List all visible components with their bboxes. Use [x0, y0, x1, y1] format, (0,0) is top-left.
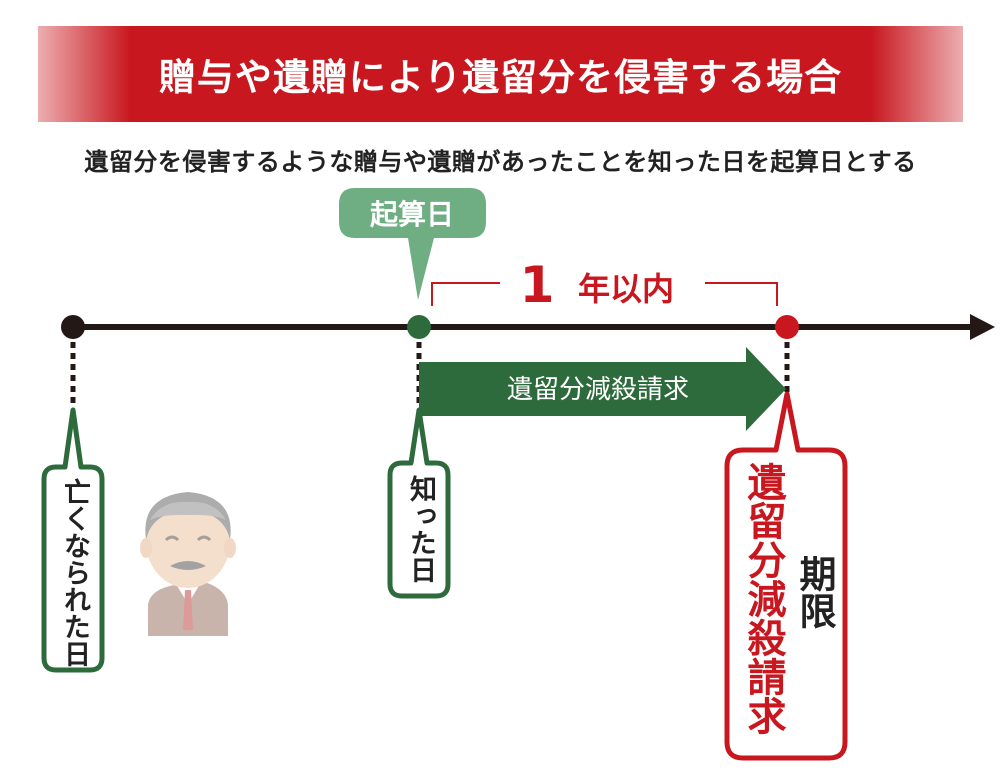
deadline-label-red: 遺留分減殺請求: [741, 462, 786, 735]
deadline-label-black: 期限: [793, 555, 836, 629]
period-bracket-right: [705, 282, 778, 306]
timeline-arrowhead: [970, 314, 995, 340]
period-number: 1: [520, 256, 555, 314]
period-bracket-left: [431, 282, 500, 306]
elderly-man-illustration: [140, 492, 236, 636]
knew-date-label: 知った日: [405, 475, 436, 583]
knew-date-label-box: [387, 407, 451, 599]
title-banner: 贈与や遺贈により遺留分を侵害する場合: [38, 26, 963, 122]
start-date-callout: [339, 188, 486, 300]
claim-arrow-label: 遺留分減殺請求: [507, 375, 689, 405]
death-date-label-box: [41, 407, 105, 673]
death-date-label: 亡くなられた日: [59, 478, 90, 667]
period-unit: 年以内: [578, 270, 674, 308]
knew-date-dot: [407, 315, 431, 339]
start-date-label: 起算日: [370, 198, 454, 231]
claim-arrow: [419, 347, 786, 431]
page-title: 贈与や遺贈により遺留分を侵害する場合: [158, 56, 843, 99]
deadline-label-box: [724, 391, 848, 761]
death-date-dot: [61, 315, 85, 339]
subtitle: 遺留分を侵害するような贈与や遺贈があったことを知った日を起算日とする: [84, 148, 917, 176]
deadline-dot: [775, 315, 799, 339]
